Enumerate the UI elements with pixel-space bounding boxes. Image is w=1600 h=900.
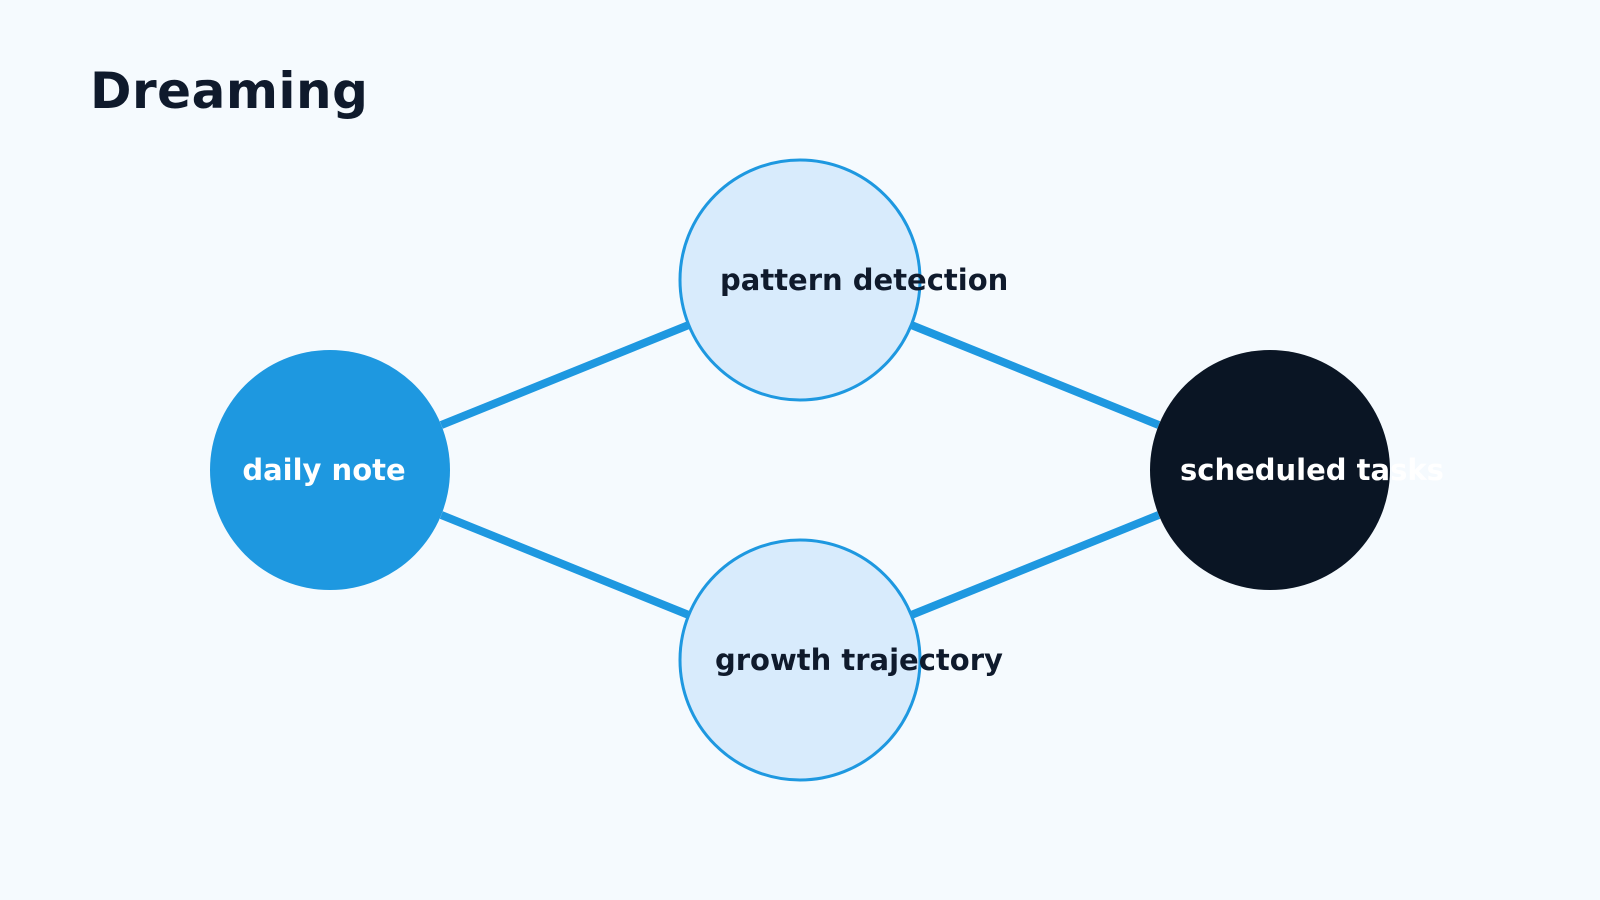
edge-pattern-detection-to-scheduled-tasks xyxy=(909,321,1161,429)
edges-layer xyxy=(439,321,1161,619)
node-label: pattern detection xyxy=(720,263,1008,297)
node-circle xyxy=(1150,350,1390,590)
edge-daily-note-to-growth-trajectory xyxy=(439,511,691,619)
node-pattern-detection[interactable]: pattern detection xyxy=(678,158,1008,402)
node-daily-note[interactable]: daily note xyxy=(210,350,450,590)
node-label: scheduled tasks xyxy=(1180,453,1444,487)
edge-growth-trajectory-to-scheduled-tasks xyxy=(909,511,1161,619)
edge-daily-note-to-pattern-detection xyxy=(439,321,691,429)
nodes-layer: daily note pattern detection growth trajec… xyxy=(210,158,1444,782)
node-label: daily note xyxy=(242,453,405,487)
node-circle xyxy=(210,350,450,590)
page-title: Dreaming xyxy=(90,62,369,120)
node-growth-trajectory[interactable]: growth trajectory xyxy=(678,538,1003,782)
node-circle xyxy=(678,538,922,782)
node-label: growth trajectory xyxy=(715,643,1003,677)
node-scheduled-tasks[interactable]: scheduled tasks xyxy=(1150,350,1444,590)
node-circle xyxy=(678,158,922,402)
